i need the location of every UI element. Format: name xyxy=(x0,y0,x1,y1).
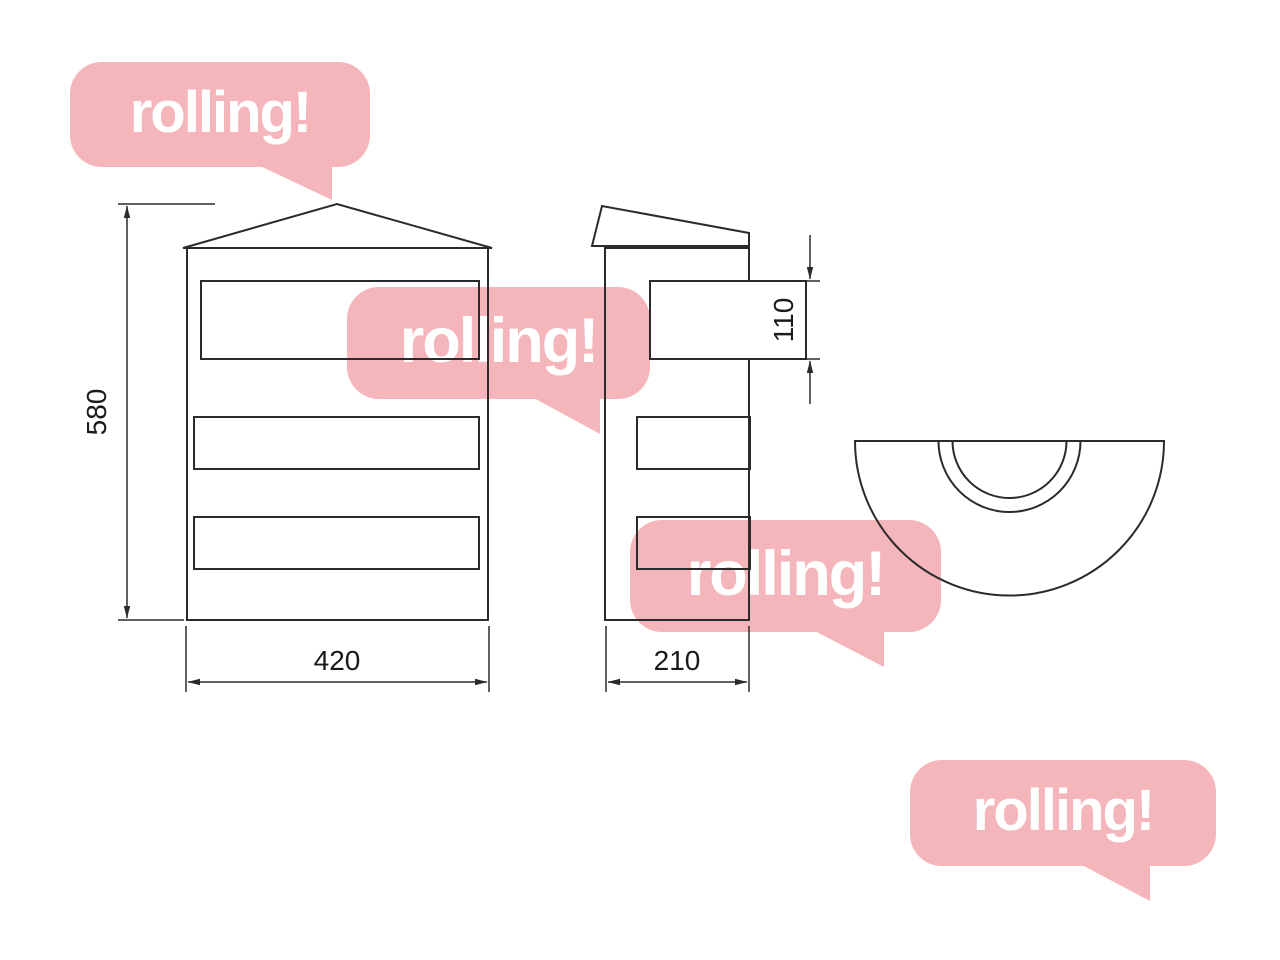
front-slat-upper xyxy=(193,416,480,470)
watermark-text: rolling! xyxy=(686,538,886,609)
side-roof xyxy=(590,204,750,247)
dim-110-label: 110 xyxy=(768,298,799,343)
watermark-bottom-right: rolling! xyxy=(910,760,1216,901)
top-view xyxy=(853,440,1166,597)
top-handle-inner-arc xyxy=(951,440,1068,499)
dim-210-label: 210 xyxy=(654,645,701,676)
dim-420-label: 420 xyxy=(314,645,361,676)
watermark-bubble: rolling! xyxy=(910,760,1216,866)
side-view xyxy=(590,204,807,621)
front-flap-window xyxy=(200,280,480,360)
front-body xyxy=(186,247,489,621)
front-slat-lower xyxy=(193,516,480,570)
side-slat-upper xyxy=(636,416,751,470)
front-roof xyxy=(182,202,493,249)
side-slat-lower xyxy=(636,516,751,570)
watermark-text: rolling! xyxy=(129,79,313,145)
watermark-bubble: rolling! xyxy=(70,62,370,167)
watermark-center: rolling! xyxy=(347,287,650,434)
watermark-text: rolling! xyxy=(972,778,1156,843)
side-flap-protrusion xyxy=(649,280,807,360)
front-view xyxy=(182,202,493,621)
dim-580-label: 580 xyxy=(81,389,112,436)
watermark-top-left: rolling! xyxy=(70,62,370,200)
watermark-text: rolling! xyxy=(399,305,599,376)
top-outline-semicircle xyxy=(853,440,1166,597)
dimensions: 580 420 210 110 xyxy=(81,203,820,692)
watermark-bubble: rolling! xyxy=(347,287,650,399)
top-handle-outer-arc xyxy=(937,440,1082,513)
